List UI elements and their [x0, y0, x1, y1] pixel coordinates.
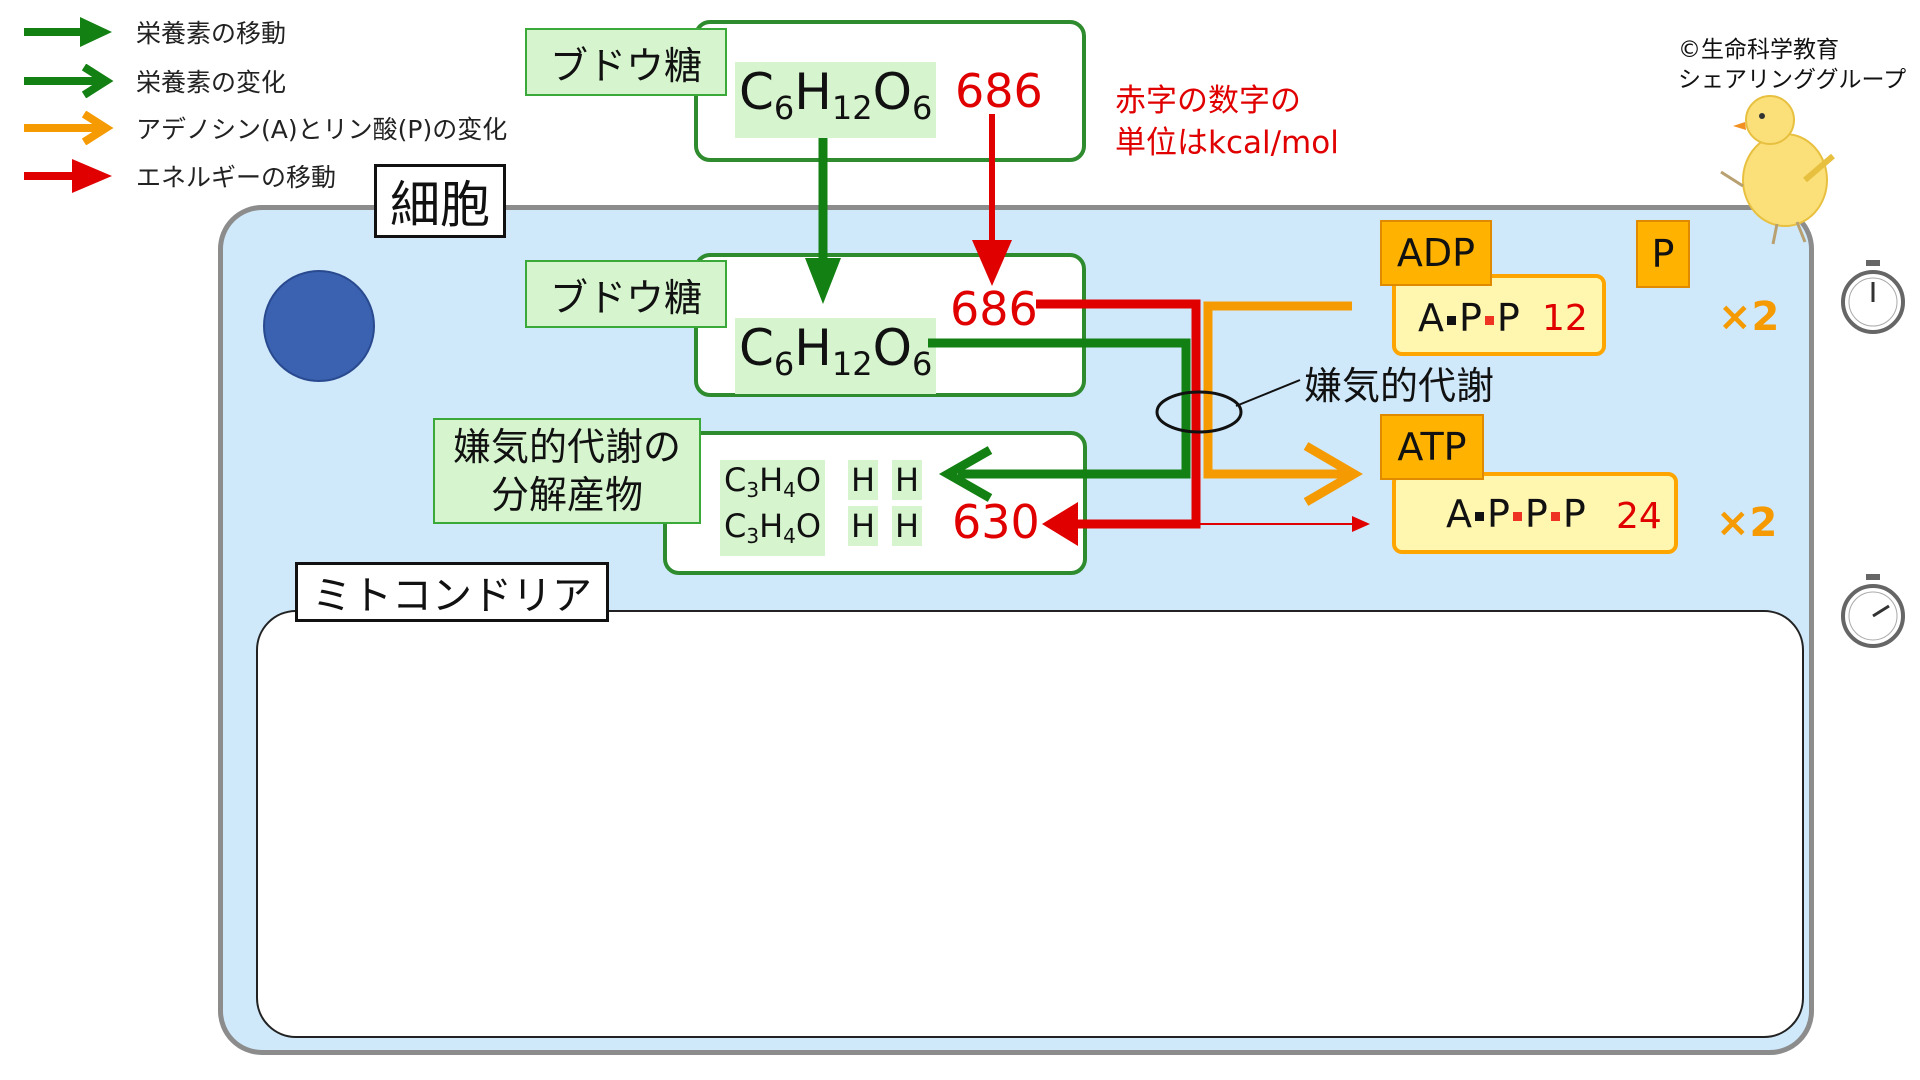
glucose-formula-top: C6H12O6	[735, 62, 937, 138]
glucose-label-middle: ブドウ糖	[525, 260, 727, 328]
green-arrow-glucose-change	[928, 338, 1191, 479]
adp-tag: ADP	[1380, 220, 1492, 286]
hydrogen-atom: H	[848, 506, 878, 546]
adp-energy: 12	[1542, 298, 1588, 339]
unit-note: 赤字の数字の 単位はkcal/mol	[1115, 83, 1339, 161]
atp-energy: 24	[1616, 496, 1662, 537]
energy-value-products: 630	[952, 495, 1040, 549]
glucose-label-top: ブドウ糖	[525, 28, 727, 96]
stopwatch-icon	[1841, 260, 1905, 334]
red-arrowhead	[972, 240, 1012, 286]
legend-item-nutrient-change: 栄養素の変化	[22, 61, 286, 101]
stopwatch-icon	[1841, 574, 1905, 648]
atp-box	[1392, 472, 1678, 554]
hydrogen-atom: H	[892, 506, 922, 546]
pyruvate-formula: C3H4O	[720, 460, 826, 510]
adp-multiplier: ×2	[1718, 294, 1780, 340]
green-arrow-icon	[24, 17, 112, 47]
legend-label: 栄養素の変化	[136, 68, 287, 97]
orange-arrow-adp-to-atp	[1203, 301, 1352, 479]
atp-multiplier: ×2	[1716, 500, 1778, 546]
red-arrow-energy-path	[1036, 299, 1201, 529]
legend-item-nutrient-move: 栄養素の移動	[22, 12, 286, 52]
legend-label: エネルギーの移動	[136, 163, 337, 192]
orange-open-arrowhead	[1303, 442, 1363, 506]
atp-tag: ATP	[1380, 414, 1484, 480]
mitochondria-label: ミトコンドリア	[295, 562, 609, 622]
coupling-ring-icon	[1155, 390, 1243, 434]
cell-label: 細胞	[374, 164, 506, 238]
anaerobic-pointer	[1235, 379, 1301, 407]
copyright: ©生命科学教育 シェアリンググループ	[1678, 37, 1907, 93]
red-arrow-icon	[24, 159, 112, 193]
legend-label: 栄養素の移動	[136, 19, 287, 48]
orange-open-arrow-icon	[24, 111, 114, 145]
energy-value-middle: 686	[950, 282, 1038, 336]
hydrogen-atom: H	[848, 460, 878, 500]
legend-label: アデノシン(A)とリン酸(P)の変化	[136, 115, 508, 144]
adp-box	[1392, 274, 1606, 356]
green-open-arrow-icon	[24, 64, 114, 98]
pyruvate-formula: C3H4O	[720, 506, 826, 556]
chick-illustration	[1720, 95, 1835, 245]
red-arrowhead	[1352, 516, 1370, 532]
products-label: 嫌気的代謝の 分解産物	[433, 418, 701, 524]
nucleus	[263, 270, 375, 382]
hydrogen-atom: H	[892, 460, 922, 500]
red-arrowhead	[1042, 502, 1078, 546]
anaerobic-label: 嫌気的代謝	[1304, 364, 1495, 408]
legend-item-adenosine-change: アデノシン(A)とリン酸(P)の変化	[22, 108, 507, 148]
glucose-formula-middle: C6H12O6	[735, 318, 937, 394]
green-arrowhead	[805, 258, 841, 304]
mitochondria-area	[256, 610, 1804, 1038]
energy-value-top: 686	[955, 64, 1043, 118]
green-open-arrowhead	[938, 446, 993, 502]
legend-item-energy-move: エネルギーの移動	[22, 156, 336, 196]
phosphate-tag: P	[1636, 220, 1690, 288]
